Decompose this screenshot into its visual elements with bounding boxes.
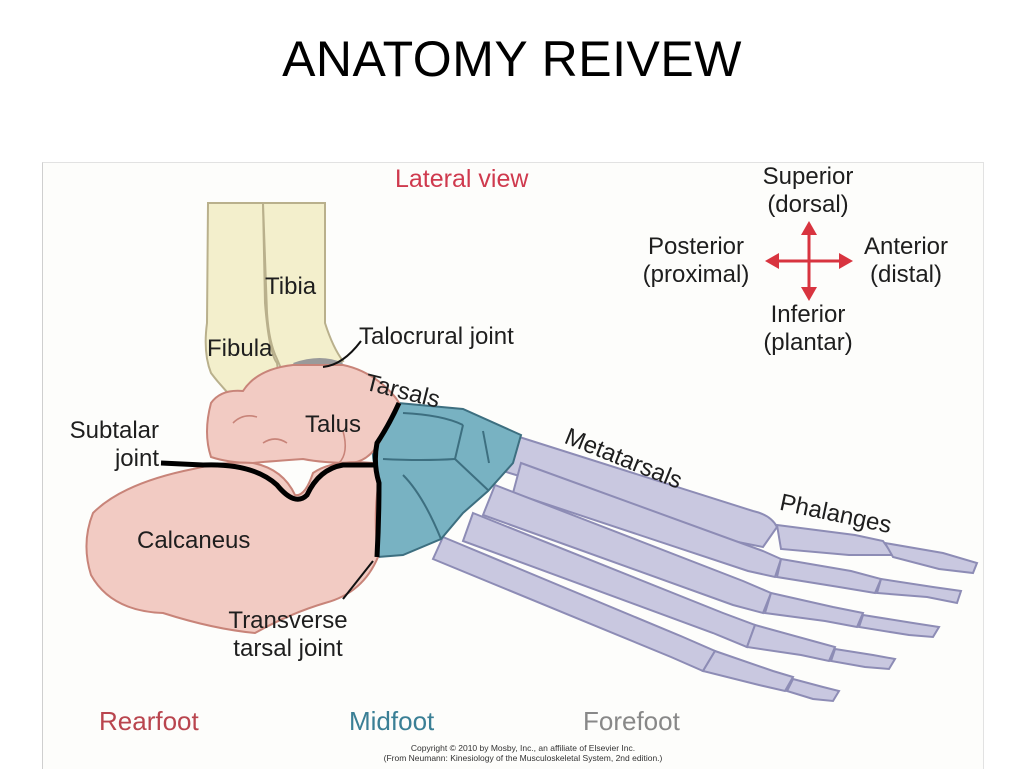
transverse-line-1: Transverse — [228, 607, 348, 634]
transverse-tarsal-joint-label: Transverse tarsal joint — [203, 607, 373, 663]
superior-label: Superior — [762, 163, 854, 190]
slide-title: ANATOMY REIVEW — [282, 31, 742, 87]
rearfoot-details — [232, 415, 347, 464]
midfoot-region-label: Midfoot — [349, 706, 435, 736]
orientation-posterior: Posterior (proximal) — [631, 233, 761, 289]
orientation-superior: Superior (dorsal) — [733, 163, 883, 219]
subtalar-line-2: joint — [114, 445, 159, 472]
foot-illustration — [85, 202, 979, 703]
anterior-sub-label: (distal) — [869, 261, 942, 288]
orientation-inferior: Inferior (plantar) — [743, 301, 873, 357]
orientation-anterior: Anterior (distal) — [851, 233, 961, 289]
orientation-arrows — [765, 221, 853, 301]
tibia-label: Tibia — [265, 273, 317, 300]
subtalar-joint-line — [160, 460, 375, 502]
copyright-line-1: Copyright © 2010 by Mosby, Inc., an affi… — [410, 743, 636, 753]
posterior-label: Posterior — [647, 233, 745, 260]
transverse-tarsal-joint-line — [372, 401, 402, 558]
transverse-leader — [342, 560, 374, 600]
inferior-label: Inferior — [770, 301, 846, 328]
talocrural-leader — [322, 340, 362, 368]
transverse-line-2: tarsal joint — [233, 635, 343, 662]
copyright-notice: Copyright © 2010 by Mosby, Inc., an affi… — [323, 743, 723, 763]
subtalar-line-1: Subtalar — [69, 417, 159, 444]
view-label: Lateral view — [395, 165, 529, 193]
fibula-label: Fibula — [207, 335, 273, 362]
calcaneus-bone — [85, 461, 381, 635]
anterior-label: Anterior — [863, 233, 949, 260]
forefoot-region-label: Forefoot — [583, 706, 680, 736]
calcaneus-label: Calcaneus — [137, 527, 251, 554]
tarsal-sutures — [382, 412, 490, 540]
inferior-sub-label: (plantar) — [763, 329, 853, 356]
superior-sub-label: (dorsal) — [767, 191, 849, 218]
talus-label: Talus — [305, 411, 362, 438]
talocrural-joint-label: Talocrural joint — [359, 323, 514, 350]
subtalar-joint-label: Subtalar joint — [41, 417, 159, 473]
foot-anatomy-figure: Lateral view Superior (dorsal) Posterior… — [42, 162, 984, 769]
copyright-line-2: (From Neumann: Kinesiology of the Muscul… — [383, 753, 663, 763]
forefoot-bones — [431, 433, 979, 703]
rearfoot-region-label: Rearfoot — [99, 706, 199, 736]
posterior-sub-label: (proximal) — [642, 261, 750, 288]
